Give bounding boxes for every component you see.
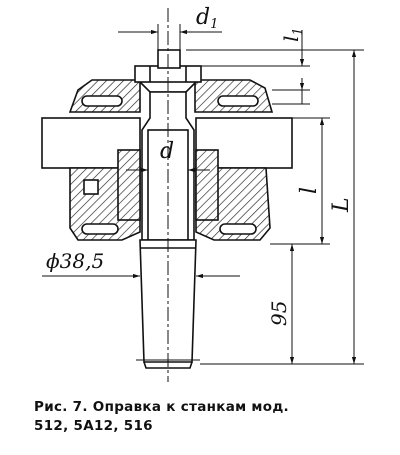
label-phi: ϕ38,5 bbox=[46, 249, 104, 273]
label-l1: l1 bbox=[279, 27, 306, 42]
extension-lines bbox=[186, 49, 364, 365]
label-d1: d1 bbox=[196, 5, 218, 32]
caption-line-1: Рис. 7. Оправка к станкам мод. bbox=[34, 399, 289, 415]
label-d: d bbox=[160, 139, 174, 164]
label-95: 95 bbox=[267, 301, 291, 326]
label-L: L bbox=[329, 197, 354, 213]
upper-housing bbox=[68, 79, 274, 113]
dimension-d1 bbox=[118, 24, 222, 50]
caption-line-2: 512, 5А12, 516 bbox=[34, 418, 153, 434]
grinding-wheel bbox=[41, 117, 293, 241]
label-l: l bbox=[297, 187, 322, 194]
figure-caption: Рис. 7. Оправка к станкам мод. 512, 5А12… bbox=[34, 398, 394, 436]
